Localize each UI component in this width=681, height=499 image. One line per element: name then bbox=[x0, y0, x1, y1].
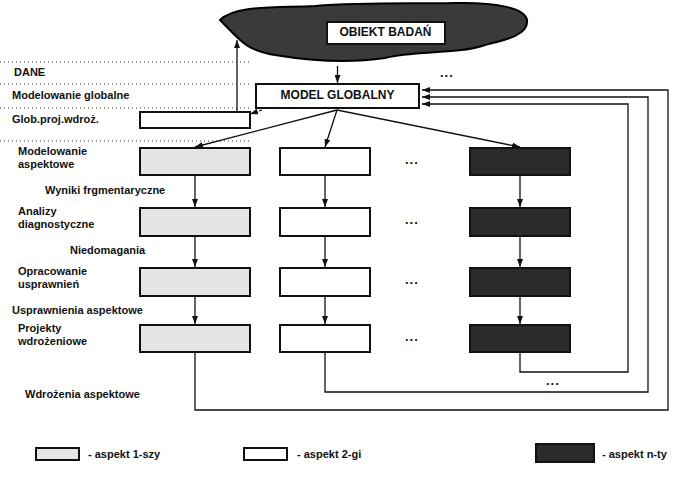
stage-label: Niedomagania bbox=[70, 244, 145, 257]
stage-label: Opracowanie usprawnień bbox=[18, 265, 130, 290]
stage-label: Wdrożenia aspektowe bbox=[25, 388, 140, 401]
stage-label: Modelowanie globalne bbox=[12, 89, 129, 102]
global-implementation-box bbox=[140, 112, 250, 128]
dotted-separators bbox=[0, 62, 250, 141]
stage-label: Projekty wdrożeniowe bbox=[18, 322, 126, 347]
legend-swatch bbox=[535, 443, 595, 463]
stage-label: DANE bbox=[14, 66, 45, 79]
legend-text: - aspekt 1-szy bbox=[88, 448, 160, 461]
ellipsis-mark: ... bbox=[440, 66, 454, 81]
legend-text: - aspekt 2-gi bbox=[297, 448, 361, 461]
process-box: MODEL GLOBALNY bbox=[255, 83, 420, 109]
ellipsis-mark: ... bbox=[405, 213, 419, 228]
ellipsis-mark: ... bbox=[405, 153, 419, 168]
flow-arrows bbox=[195, 40, 668, 410]
stage-label: Usprawnienia aspektowe bbox=[12, 304, 143, 317]
object-title: OBIEKT BADAŃ bbox=[326, 21, 446, 45]
stage-label: Wyniki frgmentaryczne bbox=[45, 184, 165, 197]
ellipsis-mark: ... bbox=[546, 374, 560, 389]
ellipsis-mark: ... bbox=[405, 273, 419, 288]
stage-label: Modelowanie aspektowe bbox=[18, 145, 126, 170]
legend-swatch bbox=[243, 447, 288, 461]
stage-label: Glob.proj.wdroż. bbox=[12, 113, 99, 126]
legend-swatch bbox=[35, 447, 80, 461]
research-object-blob: OBIEKT BADAŃ bbox=[215, 0, 530, 66]
ellipsis-mark: ... bbox=[405, 330, 419, 345]
box-title: MODEL GLOBALNY bbox=[275, 89, 401, 103]
legend-text: - aspekt n-ty bbox=[602, 448, 667, 461]
flow-arrow bbox=[337, 66, 338, 83]
stage-label: Analizy diagnostyczne bbox=[18, 205, 126, 230]
aspect-boxes bbox=[140, 148, 570, 352]
